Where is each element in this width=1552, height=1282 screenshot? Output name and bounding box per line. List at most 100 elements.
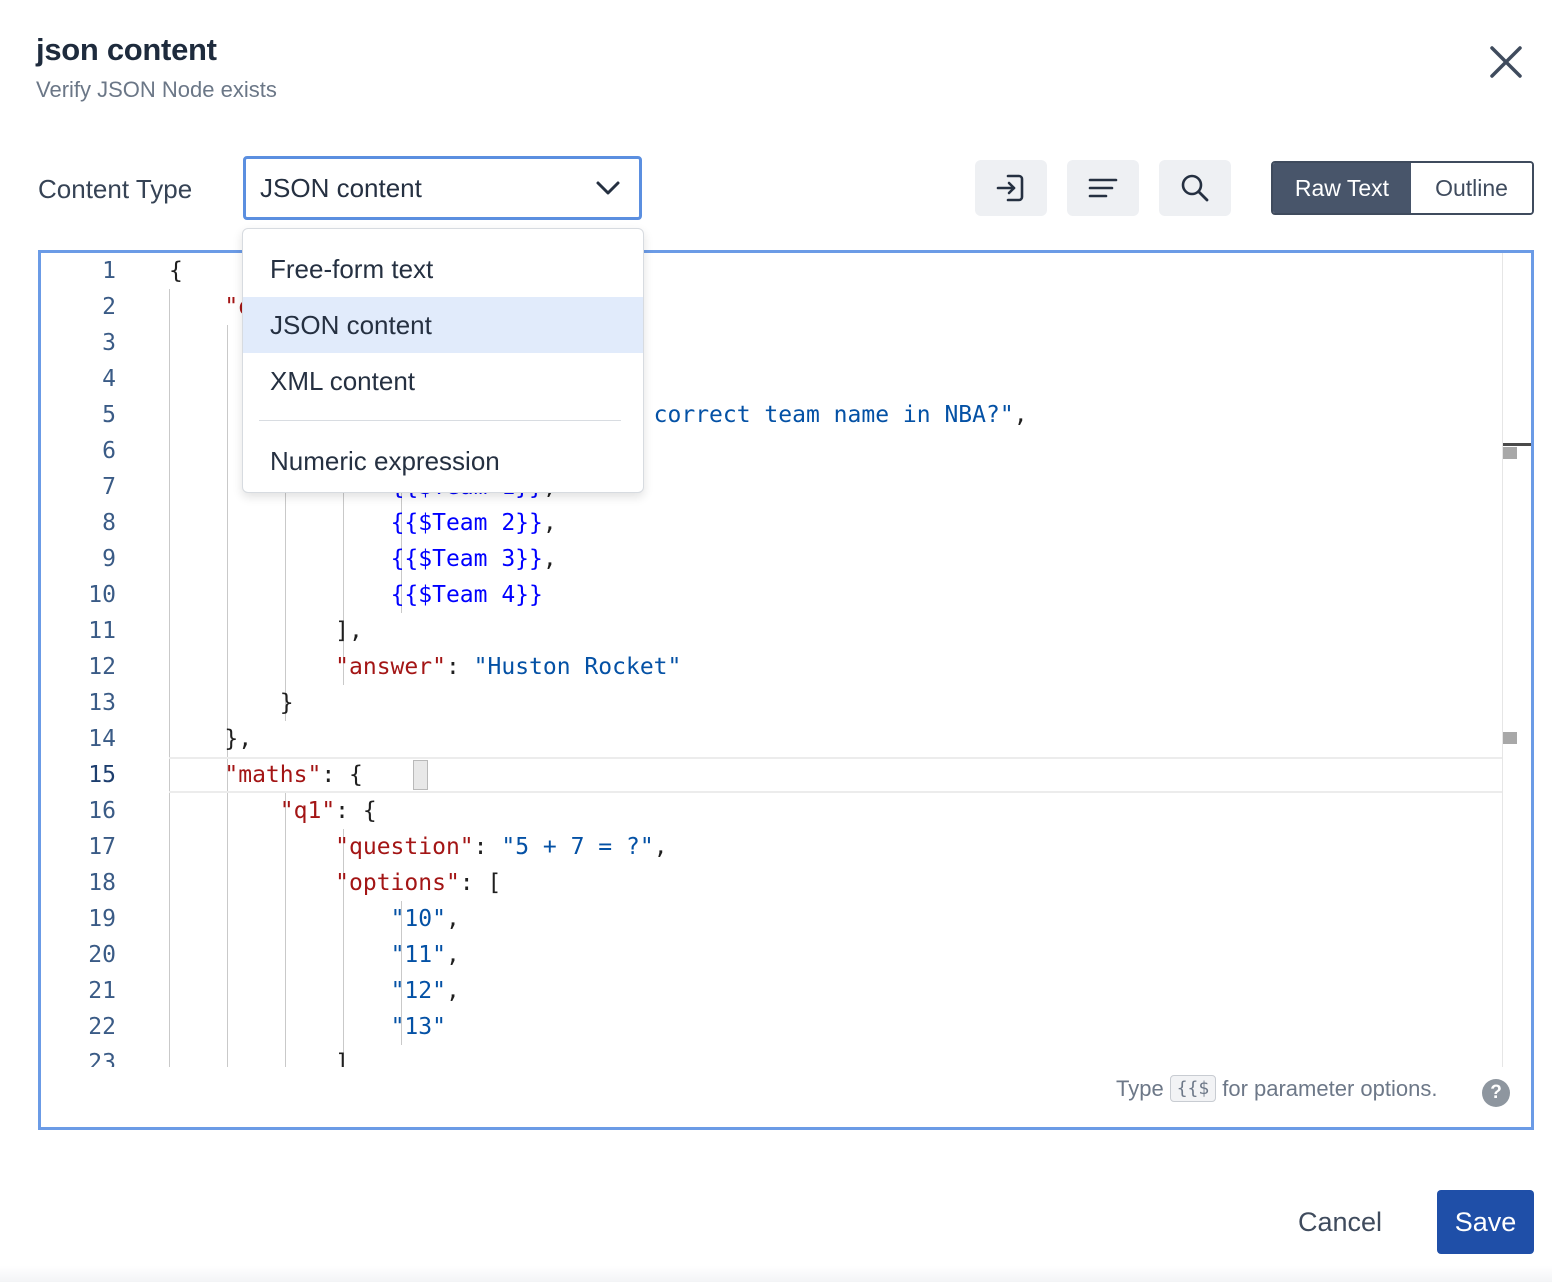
search-button[interactable]: [1159, 160, 1231, 216]
content-type-dropdown: Free-form text JSON content XML content …: [242, 228, 644, 493]
import-button[interactable]: [975, 160, 1047, 216]
line-content: "12",: [390, 978, 460, 1004]
outline-button[interactable]: Outline: [1411, 163, 1532, 213]
code-line: 1{: [41, 253, 1503, 289]
option-xml-content[interactable]: XML content: [270, 365, 416, 396]
hint-token: {{$: [1169, 1075, 1217, 1102]
code-line: 14 },: [41, 721, 1503, 757]
line-number: 22: [88, 1014, 116, 1040]
option-numeric-expression[interactable]: Numeric expression: [270, 445, 500, 476]
line-number: 14: [88, 726, 116, 752]
line-number: 9: [102, 546, 116, 572]
parameter-hint: Type {{$ for parameter options.: [1116, 1075, 1437, 1102]
indent-guide: [227, 325, 228, 1067]
code-line: 22 "13": [41, 1009, 1503, 1045]
import-icon: [996, 174, 1024, 202]
indent-guide: [285, 793, 286, 1067]
overview-ruler-mark: [1503, 732, 1517, 744]
bottom-shadow: [0, 1266, 1552, 1282]
line-number: 2: [102, 294, 116, 320]
dialog-subtitle: Verify JSON Node exists: [36, 77, 277, 102]
code-line: 4: [41, 361, 1503, 397]
line-content: ],: [169, 618, 363, 644]
current-line-highlight: [169, 757, 1503, 793]
code-line: 16 "q1": {: [41, 793, 1503, 829]
line-number: 17: [88, 834, 116, 860]
code-line: 17 "question": "5 + 7 = ?",: [41, 829, 1503, 865]
indent-guide: [169, 289, 170, 1067]
line-number: 8: [102, 510, 116, 536]
help-icon[interactable]: ?: [1482, 1079, 1510, 1107]
cancel-button[interactable]: Cancel: [1297, 1206, 1383, 1237]
code-line: 8 {{$Team 2}},: [41, 505, 1503, 541]
line-number: 3: [102, 330, 116, 356]
line-content: "maths": {: [224, 762, 363, 788]
format-button[interactable]: [1067, 160, 1139, 216]
code-line: 12 "answer": "Huston Rocket": [41, 649, 1503, 685]
bracket-match-highlight: [413, 760, 428, 790]
line-number: 4: [102, 366, 116, 392]
close-button[interactable]: [1484, 40, 1528, 84]
format-lines-icon: [1088, 178, 1118, 198]
line-content: "q: [224, 294, 253, 320]
line-number: 16: [88, 798, 116, 824]
line-number: 12: [88, 654, 116, 680]
code-line: 18 "options": [: [41, 865, 1503, 901]
raw-text-button[interactable]: Raw Text: [1273, 163, 1411, 213]
line-number: 21: [88, 978, 116, 1004]
content-type-value: JSON content: [260, 172, 422, 203]
dropdown-divider: [259, 420, 621, 421]
scrollbar-track[interactable]: [1502, 253, 1503, 1067]
line-number: 23: [88, 1050, 116, 1067]
code-line: 11 ],: [41, 613, 1503, 649]
save-button[interactable]: Save: [1437, 1190, 1534, 1254]
content-type-label: Content Type: [38, 174, 193, 204]
code-line: 21 "12",: [41, 973, 1503, 1009]
line-number: 1: [102, 258, 116, 284]
code-line: 6: [41, 433, 1503, 469]
line-content: "answer": "Huston Rocket": [335, 654, 682, 680]
line-number: 7: [102, 474, 116, 500]
line-number: 11: [88, 618, 116, 644]
line-number: 18: [88, 870, 116, 896]
indent-guide: [343, 829, 344, 1067]
line-content: ]: [169, 1050, 350, 1067]
code-line: 20 "11",: [41, 937, 1503, 973]
indent-guide: [285, 397, 286, 721]
line-content: },: [169, 726, 253, 752]
code-area[interactable]: 1{ 2 "q 3 4 5 h one is correct team name…: [41, 253, 1503, 1067]
code-line: 23 ]: [41, 1045, 1503, 1067]
line-number: 20: [88, 942, 116, 968]
view-mode-toggle: Raw Text Outline: [1271, 161, 1534, 215]
line-content: {{$Team 4}}: [390, 582, 543, 608]
line-number: 13: [88, 690, 116, 716]
option-json-content[interactable]: JSON content: [243, 297, 643, 353]
indent-guide: [401, 469, 402, 613]
code-line: 13 }: [41, 685, 1503, 721]
line-content: }: [169, 690, 294, 716]
search-icon: [1181, 174, 1209, 202]
option-free-form-text[interactable]: Free-form text: [270, 253, 434, 284]
line-content: "13": [390, 1014, 446, 1040]
line-content: {: [169, 258, 183, 284]
content-type-select[interactable]: JSON content: [243, 156, 642, 220]
line-number: 6: [102, 438, 116, 464]
chevron-down-icon: [596, 181, 620, 195]
line-content: {{$Team 2}},: [390, 510, 557, 536]
indent-guide: [401, 901, 402, 1045]
line-number: 5: [102, 402, 116, 428]
line-number: 19: [88, 906, 116, 932]
overview-ruler-mark: [1503, 447, 1517, 459]
code-line: 9 {{$Team 3}},: [41, 541, 1503, 577]
code-line: 19 "10",: [41, 901, 1503, 937]
close-icon: [1490, 46, 1522, 78]
line-content: "11",: [390, 942, 460, 968]
line-number: 15: [88, 762, 116, 788]
dialog-title: json content: [36, 32, 217, 67]
line-content: "options": [: [335, 870, 502, 896]
code-line: 10 {{$Team 4}}: [41, 577, 1503, 613]
code-editor[interactable]: 1{ 2 "q 3 4 5 h one is correct team name…: [38, 250, 1534, 1130]
code-line-active: 15 "maths": {: [41, 757, 1503, 793]
hint-prefix: Type: [1116, 1075, 1164, 1101]
line-content: "q1": {: [279, 798, 377, 824]
